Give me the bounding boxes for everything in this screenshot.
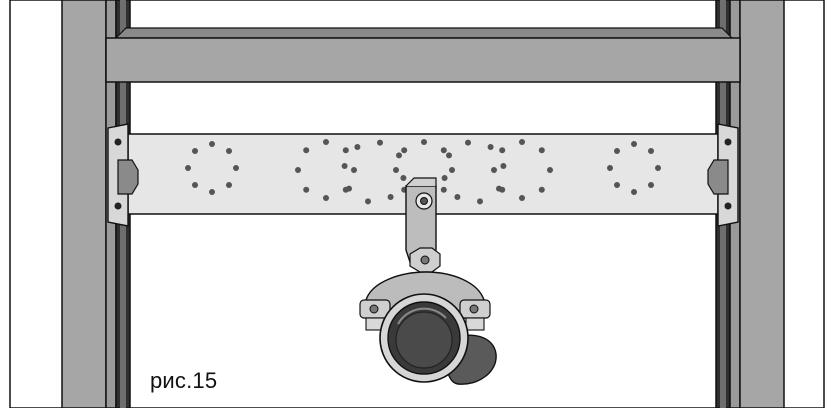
rail-hole xyxy=(401,147,408,154)
rail-hole xyxy=(614,182,620,188)
pipe-bracket xyxy=(405,177,441,273)
rail-hole xyxy=(614,148,620,154)
rail-hole xyxy=(226,182,232,188)
rail-hole xyxy=(631,141,637,147)
rail-hole-pattern xyxy=(185,139,661,205)
rail-hole xyxy=(209,189,215,195)
rail-hole xyxy=(226,148,232,154)
rail-hole xyxy=(365,198,371,205)
rail-hole xyxy=(192,182,198,188)
rail-hole xyxy=(354,144,361,150)
rail-hole xyxy=(607,165,613,171)
rail-hole xyxy=(346,185,352,192)
rail-hole xyxy=(454,194,461,200)
rail-hole xyxy=(446,152,452,159)
rail-hole xyxy=(209,141,215,147)
rail-hole xyxy=(631,189,637,195)
rail-hole xyxy=(185,165,191,171)
rail-hole xyxy=(303,186,310,193)
rail-hole xyxy=(295,167,301,173)
rail-hole xyxy=(192,148,198,154)
rail-hole xyxy=(440,186,447,193)
rail-hole xyxy=(449,167,455,173)
rail-hole xyxy=(303,147,310,154)
rail-hole xyxy=(655,165,661,171)
rail-hole xyxy=(538,147,545,154)
rail-hole xyxy=(323,139,329,145)
rail-hole xyxy=(387,194,394,200)
rail-hole xyxy=(499,147,506,154)
rail-hole xyxy=(441,175,448,181)
rail-hole xyxy=(499,186,506,193)
rail-hole xyxy=(377,139,383,146)
rail-hole xyxy=(547,167,553,173)
rail-hole xyxy=(400,175,407,181)
rail-hole xyxy=(477,198,483,205)
rail-hole xyxy=(396,152,402,159)
rail-hole xyxy=(233,165,239,171)
rail-hole xyxy=(465,139,471,146)
rail-hole xyxy=(351,167,357,173)
rail-hole xyxy=(491,167,497,173)
rail-hole xyxy=(342,147,349,154)
top-crossbar xyxy=(105,27,741,83)
drain-pipe-fitting xyxy=(379,293,497,385)
rail-hole xyxy=(393,167,399,173)
rail-hole xyxy=(487,144,494,150)
rail-hole xyxy=(648,148,654,154)
rail-hole xyxy=(648,182,654,188)
rail-hole xyxy=(440,147,447,154)
rail-hole xyxy=(421,139,427,145)
rail-hole xyxy=(323,195,329,201)
rail-hole xyxy=(500,163,507,169)
rail-hole xyxy=(519,139,525,145)
rail-hole xyxy=(538,186,545,193)
rail-hole xyxy=(341,163,348,169)
rail-hole xyxy=(519,195,525,201)
figure-caption: рис.15 xyxy=(150,368,218,393)
